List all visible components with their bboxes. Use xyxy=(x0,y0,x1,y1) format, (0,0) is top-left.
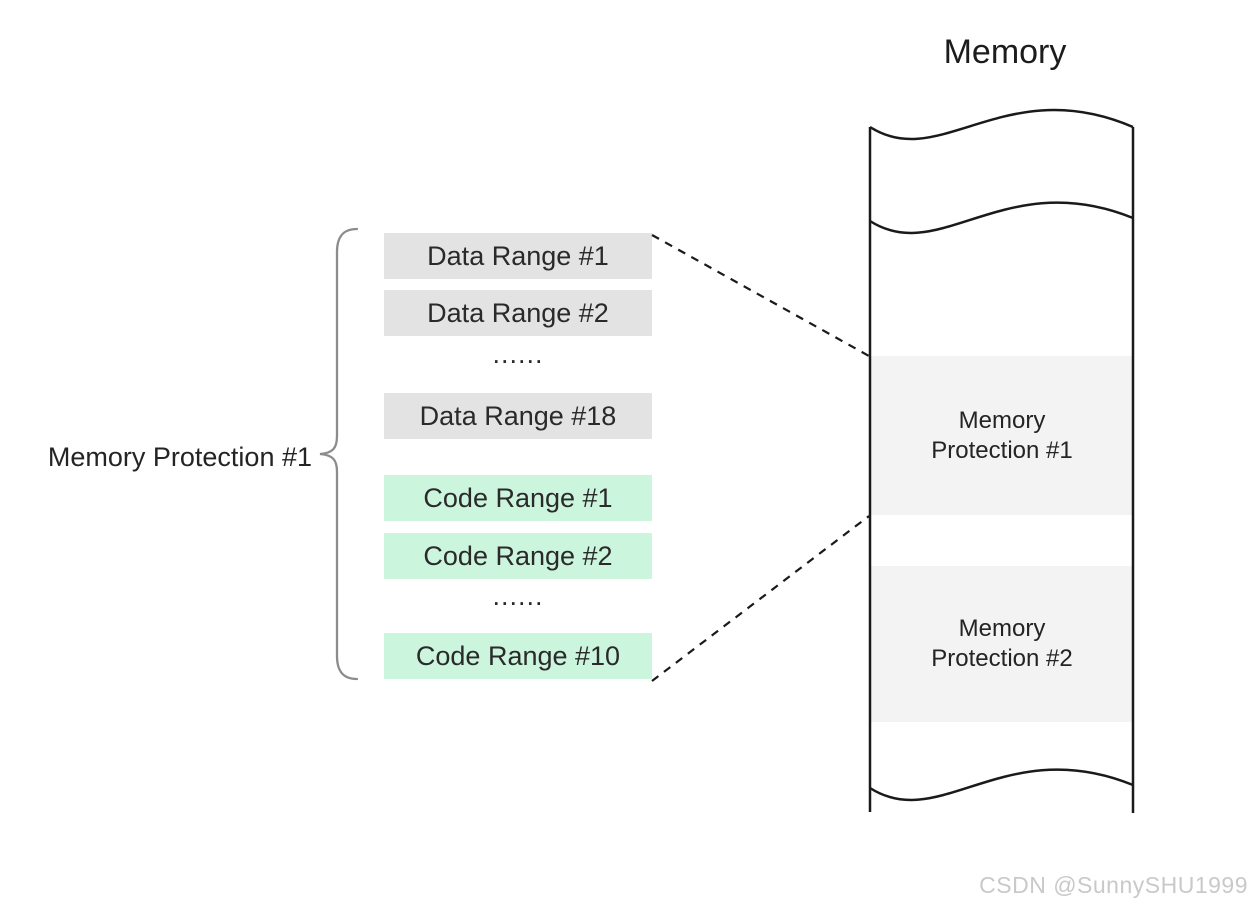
region-1-line-1: Memory xyxy=(958,406,1046,434)
region-1-line-2: Protection #1 xyxy=(931,436,1073,464)
column-bottom-wave xyxy=(869,768,1134,802)
watermark: CSDN @SunnySHU1999 xyxy=(979,872,1248,898)
brace-label-memory-protection-1: Memory Protection #1 xyxy=(47,442,312,472)
code-range-box-10: Code Range #10 xyxy=(384,633,652,679)
data-range-ellipsis: ...... xyxy=(492,338,544,369)
data-range-box-18: Data Range #18 xyxy=(384,393,652,439)
code-range-box-2: Code Range #2 xyxy=(384,533,652,579)
code-range-2-label: Code Range #2 xyxy=(423,540,613,571)
data-range-box-1: Data Range #1 xyxy=(384,233,652,279)
region-2-line-2: Protection #2 xyxy=(931,645,1073,672)
dashed-connector-bottom xyxy=(651,515,870,682)
code-range-10-label: Code Range #10 xyxy=(415,640,621,671)
code-range-box-1: Code Range #1 xyxy=(384,475,652,521)
data-range-1-label: Data Range #1 xyxy=(427,240,609,271)
column-top-wave-2 xyxy=(869,201,1134,235)
data-range-2-label: Data Range #2 xyxy=(427,297,609,328)
column-top-wave-1 xyxy=(869,108,1134,141)
code-range-1-label: Code Range #1 xyxy=(423,482,613,513)
region-2-line-1: Memory xyxy=(958,615,1046,642)
left-curly-brace xyxy=(319,227,359,681)
dashed-connector-top xyxy=(651,234,870,357)
memory-protection-region-1: Memory Protection #1 xyxy=(871,356,1133,515)
code-range-ellipsis: ...... xyxy=(492,580,544,611)
data-range-box-2: Data Range #2 xyxy=(384,290,652,336)
memory-column-title: Memory xyxy=(943,33,1067,71)
memory-protection-region-2: Memory Protection #2 xyxy=(871,566,1133,722)
data-range-18-label: Data Range #18 xyxy=(419,400,617,431)
